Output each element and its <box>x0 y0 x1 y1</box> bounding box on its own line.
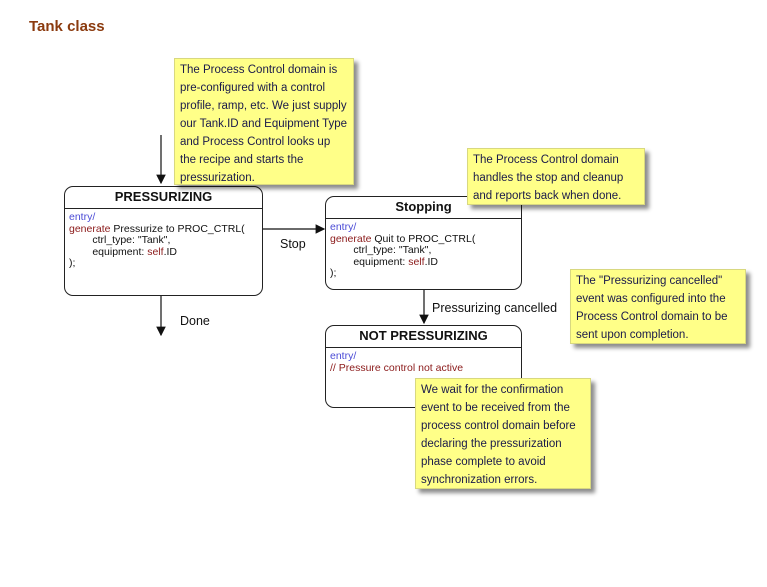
state-entry-action: entry/ // Pressure control not active <box>326 348 521 377</box>
state-entry-action: entry/ generate Quit to PROC_CTRL( ctrl_… <box>326 219 521 283</box>
note-cancelled-event: The "Pressurizing cancelled" event was c… <box>570 269 746 344</box>
action-text: ctrl_type: "Tank", <box>69 234 171 246</box>
note-process-control-config: The Process Control domain is pre-config… <box>174 58 354 185</box>
action-text: ); <box>69 257 76 269</box>
self-keyword: self <box>408 255 425 268</box>
action-text: equipment: <box>69 245 148 258</box>
entry-keyword: entry/ <box>330 221 357 233</box>
state-name: NOT PRESSURIZING <box>326 326 521 348</box>
note-confirmation-wait: We wait for the confirmation event to be… <box>415 378 591 489</box>
action-text: Pressurize to PROC_CTRL( <box>110 222 245 235</box>
action-text: equipment: <box>330 255 409 268</box>
entry-keyword: entry/ <box>69 211 96 223</box>
comment-text: // Pressure control not active <box>330 361 464 374</box>
state-entry-action: entry/ generate Pressurize to PROC_CTRL(… <box>65 209 262 273</box>
self-keyword: self <box>147 245 164 258</box>
transition-label-stop: Stop <box>280 237 306 251</box>
action-text: ); <box>330 267 337 279</box>
state-name: Stopping <box>326 197 521 219</box>
page-title: Tank class <box>29 18 105 35</box>
generate-keyword: generate <box>69 222 111 235</box>
generate-keyword: generate <box>330 232 372 245</box>
state-not-pressurizing[interactable]: NOT PRESSURIZING entry/ // Pressure cont… <box>325 325 522 408</box>
entry-keyword: entry/ <box>330 350 357 362</box>
state-name: PRESSURIZING <box>65 187 262 209</box>
action-text: .ID <box>424 255 438 268</box>
action-text: .ID <box>163 245 177 258</box>
state-stopping[interactable]: Stopping entry/ generate Quit to PROC_CT… <box>325 196 522 290</box>
transition-label-done: Done <box>180 314 210 328</box>
state-pressurizing[interactable]: PRESSURIZING entry/ generate Pressurize … <box>64 186 263 296</box>
transition-label-pressurizing-cancelled: Pressurizing cancelled <box>432 301 558 315</box>
action-text: Quit to PROC_CTRL( <box>371 232 476 245</box>
note-stop-cleanup: The Process Control domain handles the s… <box>467 148 645 205</box>
action-text: ctrl_type: "Tank", <box>330 244 432 256</box>
